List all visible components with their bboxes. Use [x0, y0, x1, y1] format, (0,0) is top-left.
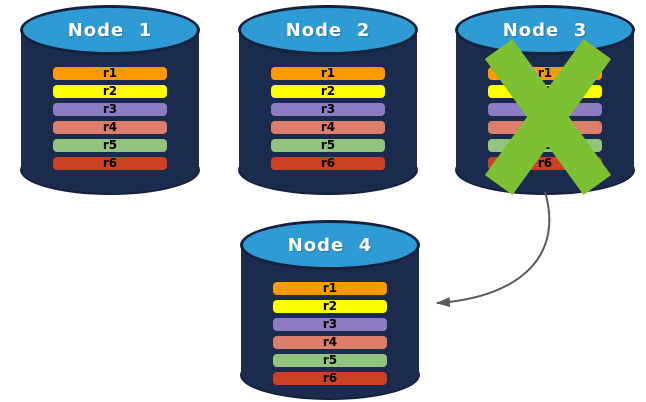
node-1-title: Node 1 [67, 19, 153, 41]
node-3-title: Node 3 [502, 19, 588, 41]
node-3-cylinder-top: Node 3 [455, 5, 635, 55]
node-3-record-r3: r3 [488, 103, 602, 116]
node-3-record-r5: r5 [488, 139, 602, 152]
node-3-record-r4: r4 [488, 121, 602, 134]
node-3-record-r2: r2 [488, 85, 602, 98]
node-2: Node 2 r1 r2 r3 r4 r5 r6 [238, 5, 418, 195]
node-3-record-r6: r6 [488, 157, 602, 170]
node-3-record-r1: r1 [488, 67, 602, 80]
node-1-record-r5: r5 [53, 139, 167, 152]
node-4-record-r6: r6 [273, 372, 387, 385]
node-2-record-stack: r1 r2 r3 r4 r5 r6 [271, 67, 385, 170]
node-1-record-r6: r6 [53, 157, 167, 170]
node-1: Node 1 r1 r2 r3 r4 r5 r6 [20, 5, 200, 195]
node-2-record-r1: r1 [271, 67, 385, 80]
node-2-record-r6: r6 [271, 157, 385, 170]
node-4-cylinder-top: Node 4 [240, 220, 420, 270]
node-1-record-r4: r4 [53, 121, 167, 134]
node-1-record-r3: r3 [53, 103, 167, 116]
node-4-record-r5: r5 [273, 354, 387, 367]
node-2-record-r2: r2 [271, 85, 385, 98]
failover-arrow [436, 191, 551, 308]
node-4-record-stack: r1 r2 r3 r4 r5 r6 [273, 282, 387, 385]
node-1-record-r2: r2 [53, 85, 167, 98]
node-2-cylinder-top: Node 2 [238, 5, 418, 55]
node-4-record-r4: r4 [273, 336, 387, 349]
node-2-title: Node 2 [285, 19, 371, 41]
node-4-record-r3: r3 [273, 318, 387, 331]
node-4-record-r2: r2 [273, 300, 387, 313]
node-3-record-stack: r1 r2 r3 r4 r5 r6 [488, 67, 602, 170]
node-3: Node 3 r1 r2 r3 r4 r5 r6 [455, 5, 635, 195]
node-4-record-r1: r1 [273, 282, 387, 295]
node-2-record-r3: r3 [271, 103, 385, 116]
node-4-title: Node 4 [287, 234, 373, 256]
node-1-record-r1: r1 [53, 67, 167, 80]
node-4: Node 4 r1 r2 r3 r4 r5 r6 [240, 220, 420, 400]
node-2-record-r4: r4 [271, 121, 385, 134]
node-1-record-stack: r1 r2 r3 r4 r5 r6 [53, 67, 167, 170]
node-2-record-r5: r5 [271, 139, 385, 152]
node-1-cylinder-top: Node 1 [20, 5, 200, 55]
